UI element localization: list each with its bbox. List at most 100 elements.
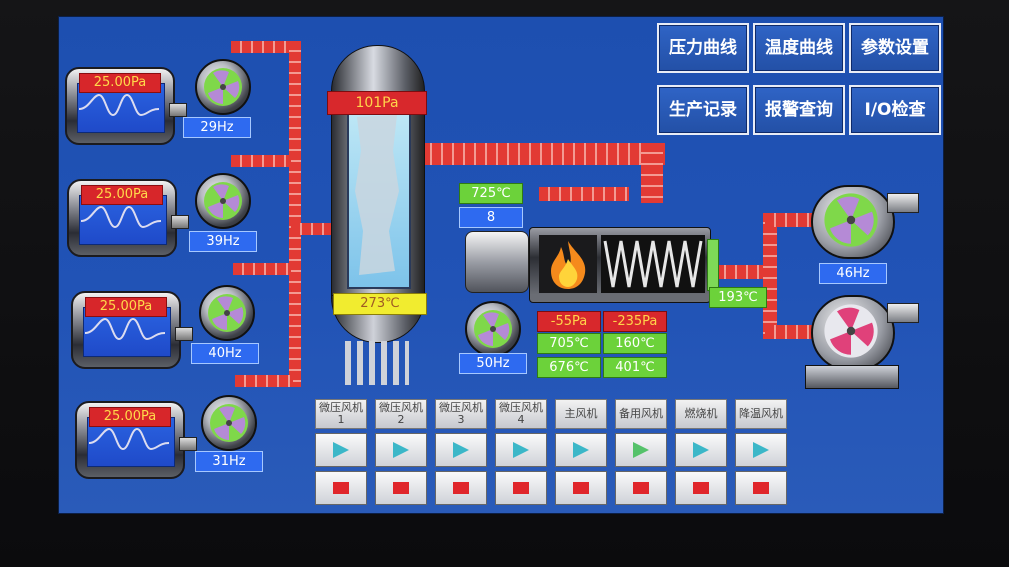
- start-button-micro-fan-2[interactable]: [375, 433, 427, 467]
- fan-blades-icon: [474, 310, 512, 348]
- stop-button-micro-fan-4[interactable]: [495, 471, 547, 505]
- play-icon: [393, 442, 409, 458]
- main-fan[interactable]: [465, 301, 521, 357]
- stop-icon: [573, 482, 589, 494]
- control-label-cooling-fan: 降温风机: [735, 399, 787, 429]
- play-icon: [693, 442, 709, 458]
- blower-motor: [465, 231, 529, 293]
- wave-icon: [81, 205, 161, 229]
- pipe-burner-top: [539, 187, 629, 201]
- wave-icon: [85, 317, 165, 341]
- stop-button-micro-fan-2[interactable]: [375, 471, 427, 505]
- exhaust-fan-top[interactable]: [811, 185, 921, 259]
- exhaust-fan-top-outlet: [887, 193, 919, 213]
- tank-1-pressure: 25.00Pa: [79, 73, 161, 93]
- start-button-backup-fan[interactable]: [615, 433, 667, 467]
- pipe-tank3: [233, 263, 291, 275]
- micro-fan-3[interactable]: [199, 285, 255, 341]
- play-icon: [633, 442, 649, 458]
- play-icon: [333, 442, 349, 458]
- control-label-main-fan: 主风机: [555, 399, 607, 429]
- pipe-left-riser: [289, 41, 301, 387]
- packing-icon: [355, 115, 399, 275]
- fan-1-frequency: 29Hz: [183, 117, 251, 138]
- burner-right-temp-1: 160℃: [603, 333, 667, 354]
- fan-blades-icon: [208, 294, 246, 332]
- pipe-tank4: [235, 375, 293, 387]
- fan-blades-icon: [204, 182, 242, 220]
- stop-icon: [633, 482, 649, 494]
- stop-button-micro-fan-3[interactable]: [435, 471, 487, 505]
- exhaust-fan-bottom-outlet: [887, 303, 919, 323]
- stop-button-main-fan[interactable]: [555, 471, 607, 505]
- pressure-curve-button[interactable]: 压力曲线: [657, 23, 749, 73]
- burner-left-temp-2: 676℃: [537, 357, 601, 378]
- stop-button-burner[interactable]: [675, 471, 727, 505]
- pressure-tank-2: 25.00Pa: [67, 179, 189, 257]
- stop-icon: [513, 482, 529, 494]
- play-icon: [453, 442, 469, 458]
- pipe-right-bottom: [765, 325, 813, 339]
- start-button-burner[interactable]: [675, 433, 727, 467]
- coil-icon: [603, 240, 703, 288]
- control-label-backup-fan: 备用风机: [615, 399, 667, 429]
- pipe-tank2: [231, 155, 291, 167]
- start-button-micro-fan-3[interactable]: [435, 433, 487, 467]
- start-button-micro-fan-1[interactable]: [315, 433, 367, 467]
- control-label-micro-fan-1: 微压风机1: [315, 399, 367, 429]
- stop-icon: [333, 482, 349, 494]
- micro-fan-4[interactable]: [201, 395, 257, 451]
- fan-4-frequency: 31Hz: [195, 451, 263, 472]
- tank-4-outlet: [179, 437, 197, 451]
- play-icon: [513, 442, 529, 458]
- wave-icon: [89, 427, 169, 451]
- burner-count: 8: [459, 207, 523, 228]
- start-button-main-fan[interactable]: [555, 433, 607, 467]
- start-button-cooling-fan[interactable]: [735, 433, 787, 467]
- pipe-to-tower: [291, 223, 333, 235]
- pipe-outlet: [715, 265, 775, 279]
- control-label-micro-fan-2: 微压风机2: [375, 399, 427, 429]
- stop-button-micro-fan-1[interactable]: [315, 471, 367, 505]
- tank-1-outlet: [169, 103, 187, 117]
- burner-right-temp-2: 401℃: [603, 357, 667, 378]
- burner-left-temp-1: 705℃: [537, 333, 601, 354]
- start-button-micro-fan-4[interactable]: [495, 433, 547, 467]
- exhaust-fan-bottom[interactable]: [805, 295, 921, 389]
- control-label-micro-fan-3: 微压风机3: [435, 399, 487, 429]
- tank-3-pressure: 25.00Pa: [85, 297, 167, 317]
- burner-right-pressure: -235Pa: [603, 311, 667, 332]
- temperature-curve-button[interactable]: 温度曲线: [753, 23, 845, 73]
- play-icon: [573, 442, 589, 458]
- alarm-query-button[interactable]: 报警查询: [753, 85, 845, 135]
- wave-icon: [79, 93, 159, 117]
- micro-fan-1[interactable]: [195, 59, 251, 115]
- tower-legs: [345, 341, 409, 385]
- play-icon: [753, 442, 769, 458]
- stop-button-cooling-fan[interactable]: [735, 471, 787, 505]
- tank-2-outlet: [171, 215, 189, 229]
- micro-fan-2[interactable]: [195, 173, 251, 229]
- tank-3-outlet: [175, 327, 193, 341]
- tower-pressure: 101Pa: [327, 91, 427, 115]
- fan-blades-icon: [204, 68, 242, 106]
- pipe-right-riser: [763, 213, 777, 339]
- exhaust-fan-top-frequency: 46Hz: [819, 263, 887, 284]
- fan-3-frequency: 40Hz: [191, 343, 259, 364]
- control-label-micro-fan-4: 微压风机4: [495, 399, 547, 429]
- tower-temperature: 273℃: [333, 293, 427, 315]
- pipe-burner-down: [641, 143, 663, 203]
- flame-icon: [551, 241, 586, 289]
- fan-blades-icon: [210, 404, 248, 442]
- parameter-settings-button[interactable]: 参数设置: [849, 23, 941, 73]
- stop-button-backup-fan[interactable]: [615, 471, 667, 505]
- burner-temp-top: 725℃: [459, 183, 523, 204]
- pipe-tower-right: [421, 143, 665, 165]
- production-records-button[interactable]: 生产记录: [657, 85, 749, 135]
- pipe-top: [231, 41, 301, 53]
- stop-icon: [693, 482, 709, 494]
- stop-icon: [753, 482, 769, 494]
- pressure-tank-4: 25.00Pa: [75, 401, 197, 479]
- io-check-button[interactable]: I/O检查: [849, 85, 941, 135]
- exhaust-fan-bottom-base: [805, 365, 899, 389]
